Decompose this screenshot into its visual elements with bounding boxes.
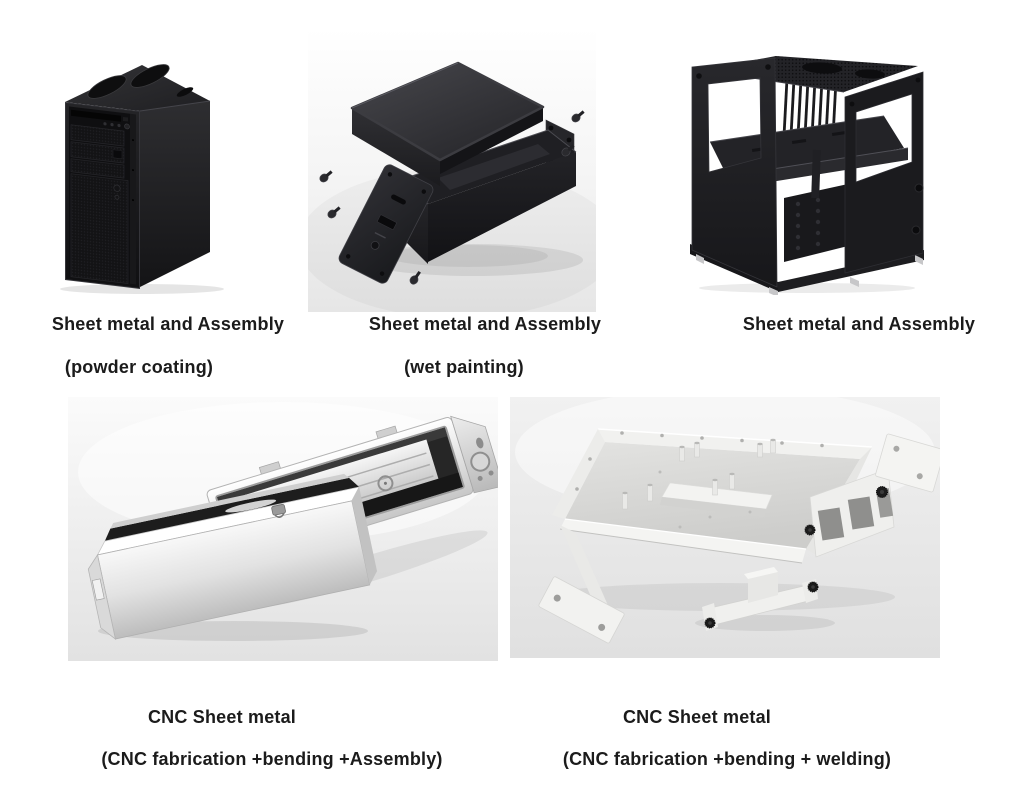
caption-product5-line2: (CNC fabrication +bending + welding) [562,749,892,769]
stainless-boxes-illustration [68,397,498,661]
standoffs [622,438,776,510]
caption-product1-line2: (powder coating) [64,357,214,377]
photo-black-enclosure-exploded [308,28,596,312]
caption-product1-line1: Sheet metal and Assembly [51,314,285,334]
caption-product5-line1: CNC Sheet metal [622,707,772,727]
caption-product2-line1: Sheet metal and Assembly [368,314,602,334]
open-frame-chassis-illustration [690,56,924,295]
caption-product3-line1: Sheet metal and Assembly [742,314,976,334]
photo-black-tower-case [50,30,265,295]
screw-icon [571,110,585,123]
caption-product2-line2: (wet painting) [404,357,524,377]
screw-icon [561,144,575,157]
screw-icon [327,206,341,219]
caption-product4-line1: CNC Sheet metal [147,707,297,727]
bracket-part [702,567,819,631]
white-chassis-illustration [510,397,940,658]
photo-open-frame-chassis [672,30,932,295]
black-tower-case-illustration [60,64,224,294]
screw-icon [319,170,333,183]
photo-white-chassis-frame [510,397,940,658]
caption-product4-line2: (CNC fabrication +bending +Assembly) [101,749,443,769]
screw-icon [409,270,421,285]
photo-stainless-steel-boxes [68,397,498,661]
black-enclosure-illustration [308,28,596,312]
